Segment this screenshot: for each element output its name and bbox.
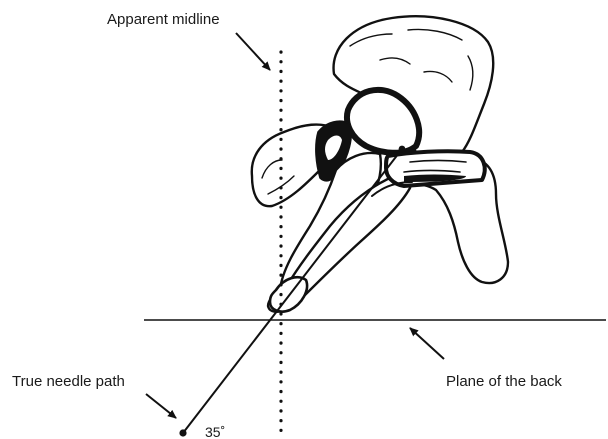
true-needle-path-arrow xyxy=(146,394,176,418)
vertebra-illustration xyxy=(252,16,508,312)
needle-angle-label: 35˚ xyxy=(205,425,225,439)
spinous-process-tip xyxy=(270,277,307,311)
needle-target-point xyxy=(399,146,406,153)
needle-entry-point xyxy=(179,429,186,436)
plane-of-back-arrow xyxy=(410,328,444,359)
apparent-midline-arrow xyxy=(236,33,270,70)
apparent-midline-label: Apparent midline xyxy=(107,12,220,27)
true-needle-path-label: True needle path xyxy=(12,374,125,389)
plane-of-back-label: Plane of the back xyxy=(446,374,562,389)
